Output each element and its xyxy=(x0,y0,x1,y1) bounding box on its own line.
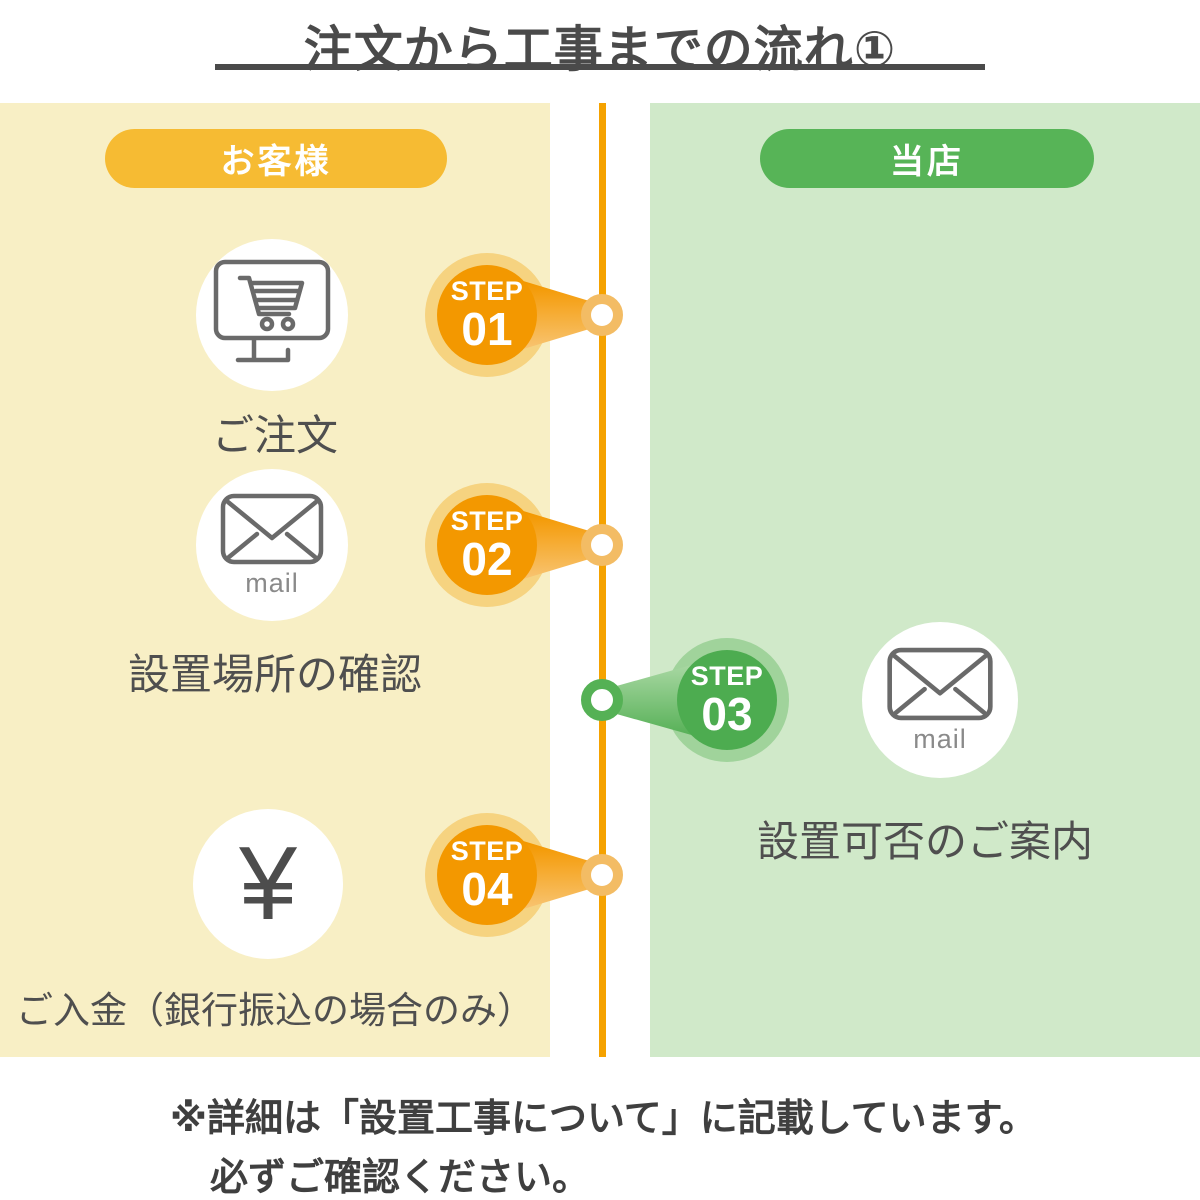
step-03-circle: STEP 03 xyxy=(677,650,777,750)
step-word: STEP xyxy=(690,661,764,692)
shop-header-label: 当店 xyxy=(890,143,964,181)
order-label: ご注文 xyxy=(211,412,338,459)
step-01-badge: STEP 01 xyxy=(425,253,623,377)
step-02-circle: STEP 02 xyxy=(437,495,537,595)
mail-caption: mail xyxy=(913,723,967,754)
step-number: 03 xyxy=(701,688,753,741)
customer-header-label: お客様 xyxy=(220,143,332,181)
note-line-1: ※詳細は「設置工事について」に記載しています。 xyxy=(170,1098,1037,1140)
timeline-line xyxy=(599,103,606,1057)
step-04-circle: STEP 04 xyxy=(437,825,537,925)
mail-caption: mail xyxy=(245,567,299,598)
payment-label: ご入金（銀行振込の場合のみ） xyxy=(16,990,534,1031)
step-04-node xyxy=(581,854,623,896)
payment-icon-circle: ¥ xyxy=(193,809,343,959)
step-number: 04 xyxy=(461,863,513,916)
answer-label: 設置可否のご案内 xyxy=(756,818,1093,865)
step-word: STEP xyxy=(450,276,524,307)
step-word: STEP xyxy=(450,506,524,537)
note-line-2: 必ずご確認ください。 xyxy=(210,1156,591,1199)
step-02-badge: STEP 02 xyxy=(425,483,623,607)
place-check-icon-circle: mail xyxy=(196,469,348,621)
order-icon-circle xyxy=(196,239,348,391)
step-number: 01 xyxy=(461,303,513,356)
step-02-node xyxy=(581,524,623,566)
yen-icon: ¥ xyxy=(239,826,297,942)
step-01-node xyxy=(581,294,623,336)
step-number: 02 xyxy=(461,533,513,586)
title-underline xyxy=(215,64,985,70)
step-04-badge: STEP 04 xyxy=(425,813,623,937)
mail-icon xyxy=(219,492,325,566)
page-title: 注文から工事までの流れ① xyxy=(303,23,897,77)
answer-icon-circle: mail xyxy=(862,622,1018,778)
step-01-circle: STEP 01 xyxy=(437,265,537,365)
footnote: ※詳細は「設置工事について」に記載しています。 必ずご確認ください。 xyxy=(170,1090,1037,1200)
shop-header-pill: 当店 xyxy=(760,129,1094,188)
customer-header-pill: お客様 xyxy=(105,129,447,188)
cart-monitor-icon xyxy=(210,256,334,374)
step-03-badge: STEP 03 xyxy=(581,638,789,762)
shop-column xyxy=(650,103,1200,1057)
place-check-label: 設置場所の確認 xyxy=(127,651,422,698)
step-word: STEP xyxy=(450,836,524,867)
mail-icon xyxy=(885,646,995,722)
step-03-node xyxy=(581,679,623,721)
